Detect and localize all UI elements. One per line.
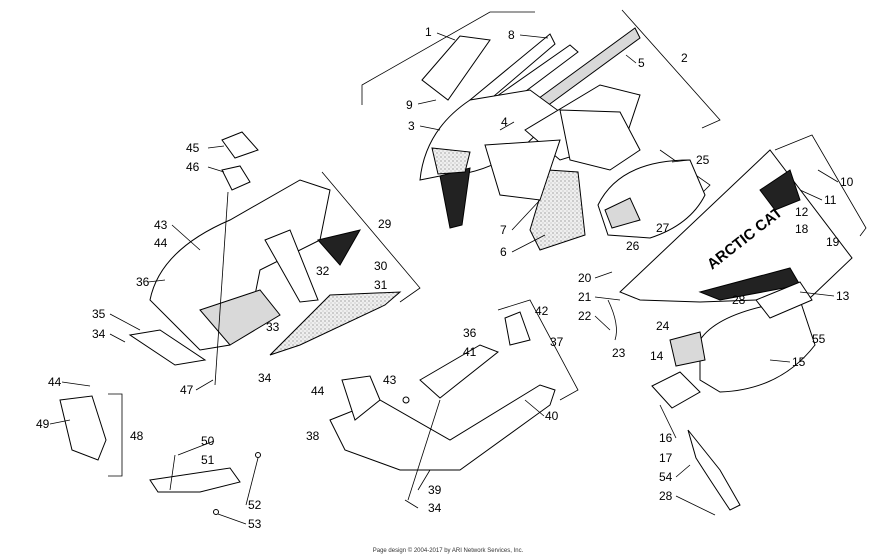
callout-53: 53 xyxy=(248,517,262,531)
callout-48: 48 xyxy=(130,429,144,443)
callout-33: 33 xyxy=(266,320,280,334)
callout-28a: 28 xyxy=(732,293,746,307)
callout-51: 51 xyxy=(201,453,215,467)
callout-42: 42 xyxy=(535,304,549,318)
callout-23: 23 xyxy=(612,346,626,360)
callout-1: 1 xyxy=(425,25,432,39)
callout-43b: 43 xyxy=(383,373,397,387)
callout-36a: 36 xyxy=(136,275,150,289)
callout-50: 50 xyxy=(201,434,215,448)
callout-37: 37 xyxy=(550,335,564,349)
callout-2: 2 xyxy=(681,51,688,65)
small-parts-group xyxy=(59,393,261,515)
callout-36b: 36 xyxy=(463,326,477,340)
callout-44c: 44 xyxy=(48,375,62,389)
callout-5: 5 xyxy=(638,56,645,70)
callout-34a: 34 xyxy=(92,327,106,341)
callout-31: 31 xyxy=(374,278,388,292)
callout-44a: 44 xyxy=(154,236,168,250)
belly-pan-group xyxy=(329,299,579,501)
callout-21: 21 xyxy=(578,290,592,304)
callout-41: 41 xyxy=(463,345,477,359)
callout-4: 4 xyxy=(501,115,508,129)
callout-49: 49 xyxy=(36,417,50,431)
callout-19: 19 xyxy=(826,235,840,249)
callout-34b: 34 xyxy=(258,371,272,385)
windshield-group xyxy=(361,9,721,251)
callout-40: 40 xyxy=(545,409,559,423)
callout-29: 29 xyxy=(378,217,392,231)
callout-14: 14 xyxy=(650,349,664,363)
callout-27: 27 xyxy=(656,221,670,235)
callout-17: 17 xyxy=(659,451,673,465)
nose-cowl-group xyxy=(128,131,421,386)
callout-7: 7 xyxy=(500,223,507,237)
callout-16: 16 xyxy=(659,431,673,445)
callout-32: 32 xyxy=(316,264,330,278)
callout-11: 11 xyxy=(824,193,837,207)
callout-22: 22 xyxy=(578,309,592,323)
callout-26: 26 xyxy=(626,239,640,253)
callout-39: 39 xyxy=(428,483,442,497)
callout-46: 46 xyxy=(186,160,200,174)
side-panel-group: ARCTIC CAT xyxy=(597,134,867,511)
leader-lines xyxy=(49,32,839,525)
callout-34c: 34 xyxy=(428,501,442,515)
callout-6: 6 xyxy=(500,245,507,259)
callout-35: 35 xyxy=(92,307,106,321)
callout-28b: 28 xyxy=(659,489,673,503)
callout-45: 45 xyxy=(186,141,200,155)
callout-54: 54 xyxy=(659,470,673,484)
callout-8: 8 xyxy=(508,28,515,42)
callout-20: 20 xyxy=(578,271,592,285)
callout-30: 30 xyxy=(374,259,388,273)
callout-25: 25 xyxy=(696,153,710,167)
callout-15: 15 xyxy=(792,355,806,369)
callout-3: 3 xyxy=(408,119,415,133)
copyright-footer: Page design © 2004-2017 by ARI Network S… xyxy=(372,548,524,554)
callout-13: 13 xyxy=(836,289,850,303)
callout-9: 9 xyxy=(406,98,413,112)
callout-12: 12 xyxy=(795,205,809,219)
callout-24: 24 xyxy=(656,319,670,333)
callout-18: 18 xyxy=(795,222,809,236)
callout-44b: 44 xyxy=(311,384,325,398)
callout-47: 47 xyxy=(180,383,194,397)
callout-38: 38 xyxy=(306,429,320,443)
callout-52: 52 xyxy=(248,498,262,512)
callout-43a: 43 xyxy=(154,218,168,232)
callout-55: 55 xyxy=(812,332,826,346)
callout-10: 10 xyxy=(840,175,854,189)
